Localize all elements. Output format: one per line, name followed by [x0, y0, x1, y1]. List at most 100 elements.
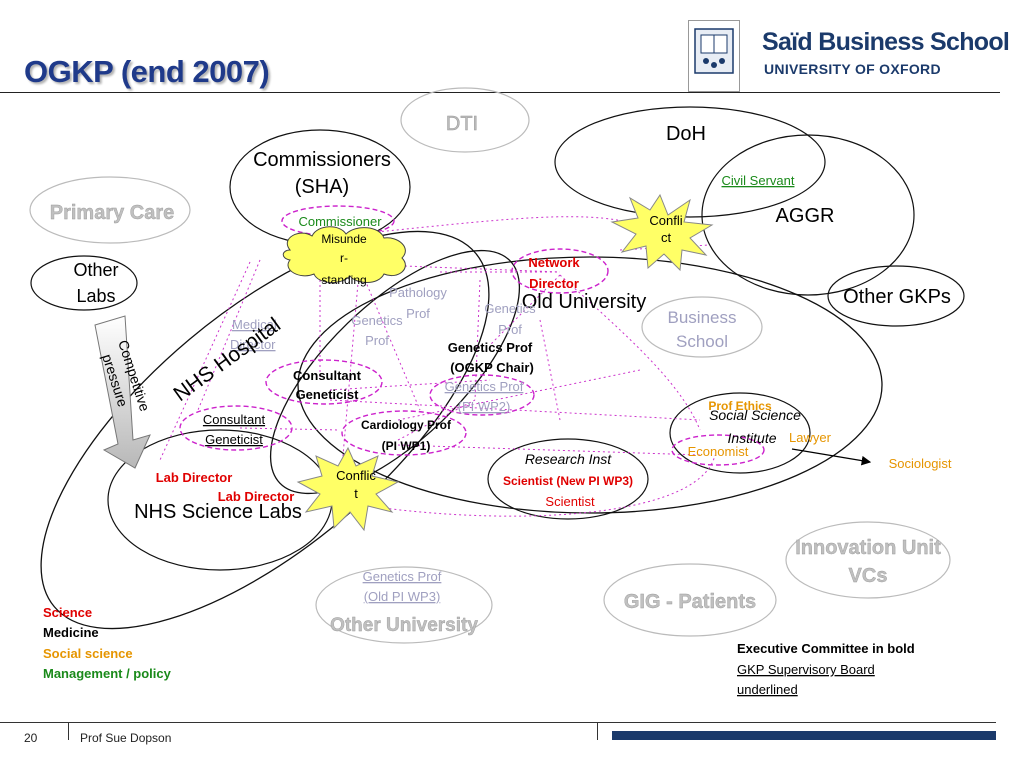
gig-patients-label: GIG - Patients — [624, 591, 756, 613]
oxford-crest-icon — [688, 20, 740, 92]
consultant-geneticist-a-label-line2: Geneticist — [296, 387, 360, 402]
cardiology-prof-label-line1: Cardiology Prof — [361, 418, 452, 432]
competitive-pressure-arrow-icon — [94, 315, 151, 469]
social-science-label-line1: Social Science — [709, 407, 801, 423]
social-science-label-line2: Institute — [727, 430, 776, 446]
dti-ellipse — [400, 87, 530, 153]
scientist-label: Scientist — [545, 494, 595, 509]
legend-management-policy: Management / policy — [43, 666, 172, 681]
genetics-chair-label-line1: Genetics Prof — [448, 340, 533, 355]
footer-accent-bar — [612, 731, 996, 740]
commissioners-label-line2: (SHA) — [295, 176, 349, 198]
consultant-geneticist-a-label-line1: Consultant — [293, 368, 362, 383]
header-divider — [0, 92, 1000, 93]
consultant-geneticist-a-ellipse — [265, 359, 383, 405]
misunderstanding-label-line2: r- — [340, 251, 348, 265]
conflict-burst-bottom-icon — [296, 446, 400, 532]
genetics-old-pi-label-line2: (Old PI WP3) — [364, 589, 441, 604]
genetics-prof-b-label-line1: Genetics — [484, 301, 536, 316]
business-school-label-line2: School — [676, 332, 728, 351]
doh-ellipse — [554, 106, 826, 218]
note-supervisory-line1: GKP Supervisory Board — [737, 662, 875, 677]
dti-label: DTI — [446, 113, 478, 135]
conflict-burst-top-icon — [610, 193, 714, 272]
genetics-prof-b-label-line2: Prof — [498, 322, 522, 337]
pathology-prof-label-line2: Prof — [406, 306, 430, 321]
lab-director-a-label: Lab Director — [156, 470, 233, 485]
civil-servant-label: Civil Servant — [722, 173, 795, 188]
consultant-geneticist-b-label-line1: Consultant — [203, 412, 266, 427]
nhs-science-labs-label: NHS Science Labs — [134, 501, 302, 523]
genetics-wp2-label-line2: (PI WP2) — [458, 399, 511, 414]
other-labs-ellipse — [30, 255, 138, 311]
other-university-label: Other University — [330, 615, 478, 636]
footer-separator — [68, 722, 69, 740]
sociologist-label: Sociologist — [889, 456, 952, 471]
footer-divider — [0, 722, 996, 723]
other-university-ellipse — [315, 566, 493, 644]
legend-social-science: Social science — [43, 646, 133, 661]
misunderstanding-label-line3: standing — [321, 273, 366, 287]
cardiology-prof-ellipse — [341, 410, 467, 456]
cardiology-prof-label-line2: (PI WP1) — [382, 439, 431, 453]
business-school-logo-name: Saïd Business School — [762, 28, 1010, 56]
genetics-prof-a-label-line2: Prof — [365, 333, 389, 348]
scientist-new-pi-label: Scientist (New PI WP3) — [503, 474, 633, 488]
lawyer-label: Lawyer — [789, 430, 832, 445]
nhs-hospital-label: NHS Hospital — [169, 313, 284, 406]
note-executive: Executive Committee in bold — [737, 641, 915, 656]
consultant-geneticist-b-label-line2: Geneticist — [205, 432, 263, 447]
gig-patients-ellipse — [603, 563, 777, 637]
conflict-top-label-line1: Confli — [649, 213, 682, 228]
medical-director-label-line2: Director — [230, 337, 276, 352]
aggr-label: AGGR — [776, 205, 835, 227]
economist-ellipse — [671, 434, 765, 466]
other-gkps-label: Other GKPs — [843, 286, 951, 308]
legend-science: Science — [43, 605, 92, 620]
footer-separator — [597, 722, 598, 740]
genetics-chair-label-line2: (OGKP Chair) — [450, 360, 534, 375]
network-diagram: DTI DoH Civil Servant AGGR Commissioners… — [29, 87, 965, 697]
pathology-prof-label-line1: Pathology — [389, 285, 447, 300]
genetics-wp2-label-line1: Genetics Prof — [445, 379, 524, 394]
page-title: OGKP (end 2007) — [24, 54, 270, 89]
note-supervisory-line2: underlined — [737, 682, 798, 697]
research-inst-label: Research Inst — [525, 451, 612, 467]
conflict-top-label-line2: ct — [661, 230, 672, 245]
network-director-label-line2: Director — [529, 276, 579, 291]
genetics-prof-a-label-line1: Genetics — [351, 313, 403, 328]
misunderstanding-cloud-icon — [282, 226, 406, 283]
misunderstanding-label-line1: Misunde — [321, 232, 367, 246]
business-school-logo-subtitle: UNIVERSITY OF OXFORD — [764, 61, 941, 77]
other-labs-label-line2: Labs — [76, 286, 115, 306]
sociologist-arrow — [791, 448, 872, 466]
aggr-ellipse — [701, 134, 915, 296]
old-university-label: Old University — [522, 291, 646, 313]
primary-care-ellipse — [29, 176, 191, 244]
other-labs-label-line1: Other — [73, 260, 118, 280]
old-university-inner-ellipse — [269, 249, 521, 495]
page-number: 20 — [24, 731, 38, 745]
genetics-wp2-ellipse — [429, 374, 535, 416]
social-science-ellipse — [669, 392, 811, 474]
old-university-ellipse — [297, 256, 883, 514]
business-school-ellipse — [641, 296, 763, 358]
network-director-label-line1: Network — [528, 255, 580, 270]
footer-author: Prof Sue Dopson — [80, 731, 172, 745]
network-director-ellipse — [511, 248, 609, 294]
conflict-bottom-label-line2: t — [354, 486, 358, 501]
innovation-unit-label-line1: Innovation Unit — [795, 537, 941, 559]
primary-care-label: Primary Care — [50, 202, 175, 224]
research-inst-ellipse — [487, 438, 649, 520]
commissioner-label: Commissioner — [298, 214, 382, 229]
consultant-geneticist-b-ellipse — [179, 405, 293, 451]
innovation-unit-label-line2: VCs — [849, 565, 888, 587]
lab-director-b-label: Lab Director — [218, 489, 295, 504]
economist-label: Economist — [688, 444, 749, 459]
doh-label: DoH — [666, 123, 706, 145]
commissioners-label-line1: Commissioners — [253, 149, 391, 171]
other-gkps-ellipse — [827, 265, 965, 327]
genetics-old-pi-label-line1: Genetics Prof — [363, 569, 442, 584]
innovation-unit-ellipse — [785, 521, 951, 599]
business-school-label-line1: Business — [668, 308, 737, 327]
